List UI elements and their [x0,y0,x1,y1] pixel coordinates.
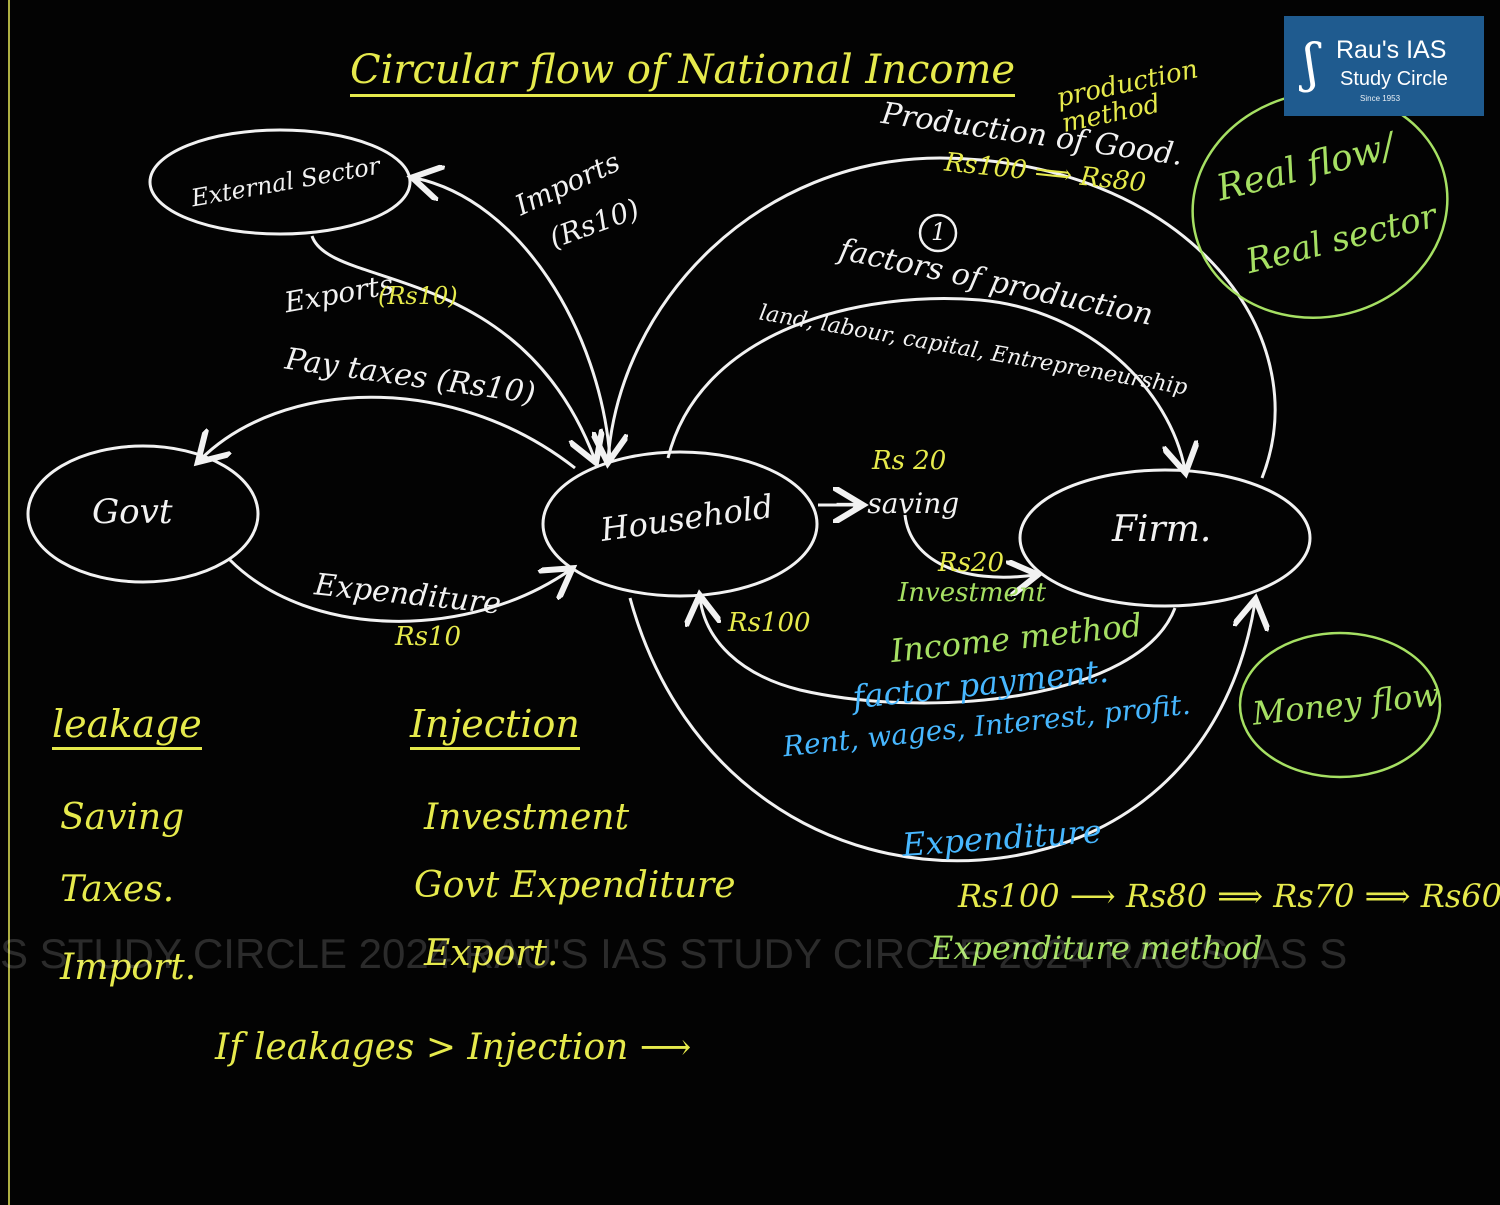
leakage-import: Import. [60,947,197,988]
saving-amount: Rs 20 [872,446,947,476]
pay-taxes-arrow [200,395,576,470]
govt-expenditure-arrow [228,558,570,623]
exports-amount: (Rs10) [378,282,458,310]
injection-govt-expenditure: Govt Expenditure [414,865,736,906]
factors-arrow [666,297,1185,470]
imports-arrow [415,178,612,459]
factor-payment-arrow [700,598,1177,705]
leakage-saving: Saving [60,797,185,838]
exports-arrow [310,235,595,460]
logo-line1: Rau's IAS [1336,36,1447,64]
household-expenditure-arrow [628,598,1255,863]
injection-heading: Injection [410,705,580,750]
leakage-taxes: Taxes. [60,869,175,910]
logo-line2: Study Circle [1340,68,1448,90]
factor-payment-amount: Rs100 [728,608,811,638]
expenditure-method-label: Expenditure method [930,929,1263,967]
govt-label: Govt [92,492,173,532]
rau-ias-logo: ʃ Rau's IAS Study Circle Since 1953 [1284,16,1484,116]
investment-amount: Rs20 [938,548,1005,578]
production-goods-arrow [608,156,1277,479]
expenditure-chain-label: Rs100 ⟶ Rs80 ⟹ Rs70 ⟹ Rs60 [958,877,1500,915]
saving-label: → saving [835,487,960,520]
logo-glyph-icon: ʃ [1304,34,1319,94]
watermark-text: S STUDY CIRCLE 2024 RAU'S IAS STUDY CIRC… [0,930,1348,977]
logo-line3: Since 1953 [1360,94,1401,103]
circle-one-mark [918,213,958,253]
investment-arrow [903,514,1035,577]
leakage-heading: leakage [52,705,202,750]
injection-investment: Investment [424,797,630,838]
money-flow-cloud [1238,631,1442,779]
diagram-title: Circular flow of National Income [350,50,1016,97]
circle-one-number: 1 [931,218,947,246]
household-node [541,450,819,598]
firm-label: Firm. [1112,509,1212,550]
govt-expenditure-amount: Rs10 [395,622,462,652]
leakage-injection-note: If leakages > Injection ⟶ [215,1027,692,1068]
govt-node [26,444,260,584]
investment-label: Investment [898,578,1047,608]
board-edge-line [8,0,10,1205]
injection-export: Export. [424,933,559,974]
